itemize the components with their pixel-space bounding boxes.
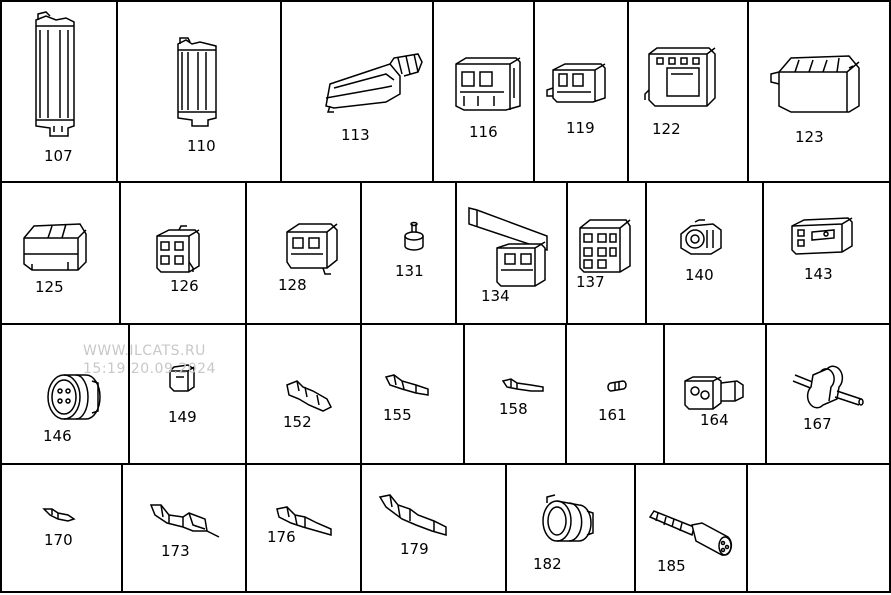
connector-block-icon (23, 223, 87, 271)
part-number: 116 (469, 123, 498, 141)
part-number: 125 (35, 278, 64, 296)
part-number: 149 (168, 408, 197, 426)
small-plug-icon (169, 364, 195, 392)
crimp-terminal-icon (42, 508, 76, 522)
connector-block-icon (546, 63, 606, 103)
grid-line (0, 591, 891, 593)
part-number: 155 (383, 406, 412, 424)
part-cell-185[interactable]: 185 (636, 465, 746, 591)
part-number: 146 (43, 427, 72, 445)
grid-line (0, 323, 891, 325)
part-number: 173 (161, 542, 190, 560)
part-number: 131 (395, 262, 424, 280)
part-cell-134[interactable]: 134 (457, 184, 566, 323)
part-number: 126 (170, 277, 199, 295)
part-cell-137[interactable]: 137 (568, 184, 645, 323)
double-pin-sleeve-icon (792, 365, 864, 409)
connector-block-icon (455, 57, 521, 111)
part-cell-122[interactable]: 122 (629, 2, 747, 181)
part-number: 182 (533, 555, 562, 573)
bracket-connector-icon (468, 207, 548, 287)
part-cell-158[interactable]: 158 (465, 325, 565, 463)
part-number: 176 (267, 528, 296, 546)
part-cell-176[interactable]: 176 (247, 465, 360, 591)
part-cell-173[interactable]: 173 (123, 465, 245, 591)
connector-block-icon (156, 225, 200, 273)
part-cell-blank (748, 465, 889, 591)
part-number: 170 (44, 531, 73, 549)
part-number: 122 (652, 120, 681, 138)
part-number: 185 (657, 557, 686, 575)
tall-connector-housing-icon (177, 37, 217, 127)
part-number: 128 (278, 276, 307, 294)
part-cell-113[interactable]: 113 (282, 2, 432, 181)
part-cell-152[interactable]: 152 (247, 325, 360, 463)
part-number: 137 (576, 273, 605, 291)
round-plug-icon (648, 510, 733, 556)
part-number: 140 (685, 266, 714, 284)
part-number: 110 (187, 137, 216, 155)
circular-connector-icon (542, 494, 594, 542)
multi-pin-block-icon (579, 219, 631, 273)
grid-line (0, 463, 891, 465)
crimp-terminal-icon (286, 380, 333, 412)
part-cell-119[interactable]: 119 (535, 2, 627, 181)
part-cell-182[interactable]: 182 (507, 465, 634, 591)
angled-connector-hood-icon (325, 53, 423, 113)
part-cell-167[interactable]: 167 (767, 325, 889, 463)
connector-block-icon (286, 223, 338, 275)
part-cell-146[interactable]: 146 (2, 325, 128, 463)
part-number: 113 (341, 126, 370, 144)
part-cell-155[interactable]: 155 (362, 325, 463, 463)
part-number: 152 (283, 413, 312, 431)
part-cell-164[interactable]: 164 (665, 325, 765, 463)
crimp-terminal-icon (501, 378, 544, 392)
connector-block-icon (791, 217, 853, 255)
part-number: 107 (44, 147, 73, 165)
part-cell-116[interactable]: 116 (434, 2, 533, 181)
watermark-line2: 15:19 20.09.2024 (83, 361, 216, 377)
connector-block-icon (644, 47, 716, 107)
part-cell-140[interactable]: 140 (647, 184, 762, 323)
part-cell-170[interactable]: 170 (2, 465, 121, 591)
part-cell-126[interactable]: 126 (121, 184, 245, 323)
grid-line (0, 0, 891, 2)
part-number: 167 (803, 415, 832, 433)
part-cell-161[interactable]: 161 (567, 325, 663, 463)
connector-block-icon (770, 55, 860, 113)
part-cell-179[interactable]: 179 (362, 465, 505, 591)
connector-block-icon (684, 376, 744, 410)
part-cell-149[interactable]: 149 (130, 325, 245, 463)
part-cell-125[interactable]: 125 (2, 184, 119, 323)
grid-line (0, 181, 891, 183)
pin-sleeve-icon (607, 380, 627, 392)
circular-connector-icon (47, 374, 101, 420)
watermark: WWW.ILCATS.RU 15:19 20.09.2024 (83, 342, 216, 378)
part-number: 164 (700, 411, 729, 429)
part-number: 158 (499, 400, 528, 418)
watermark-line1: WWW.ILCATS.RU (83, 343, 206, 359)
part-cell-131[interactable]: 131 (362, 184, 455, 323)
part-number: 143 (804, 265, 833, 283)
crimp-terminal-icon (149, 504, 220, 538)
part-cell-128[interactable]: 128 (247, 184, 360, 323)
part-cell-107[interactable]: 107 (2, 2, 116, 181)
round-plug-icon (680, 219, 722, 255)
crimp-terminal-icon (384, 374, 429, 396)
part-number: 134 (481, 287, 510, 305)
round-plug-icon (404, 221, 424, 251)
crimp-terminal-icon (378, 494, 447, 536)
part-cell-110[interactable]: 110 (118, 2, 280, 181)
part-number: 123 (795, 128, 824, 146)
part-cell-143[interactable]: 143 (764, 184, 889, 323)
tall-connector-housing-icon (35, 11, 75, 137)
crimp-terminal-icon (276, 506, 332, 536)
part-number: 119 (566, 119, 595, 137)
part-number: 179 (400, 540, 429, 558)
part-number: 161 (598, 406, 627, 424)
part-cell-123[interactable]: 123 (749, 2, 889, 181)
